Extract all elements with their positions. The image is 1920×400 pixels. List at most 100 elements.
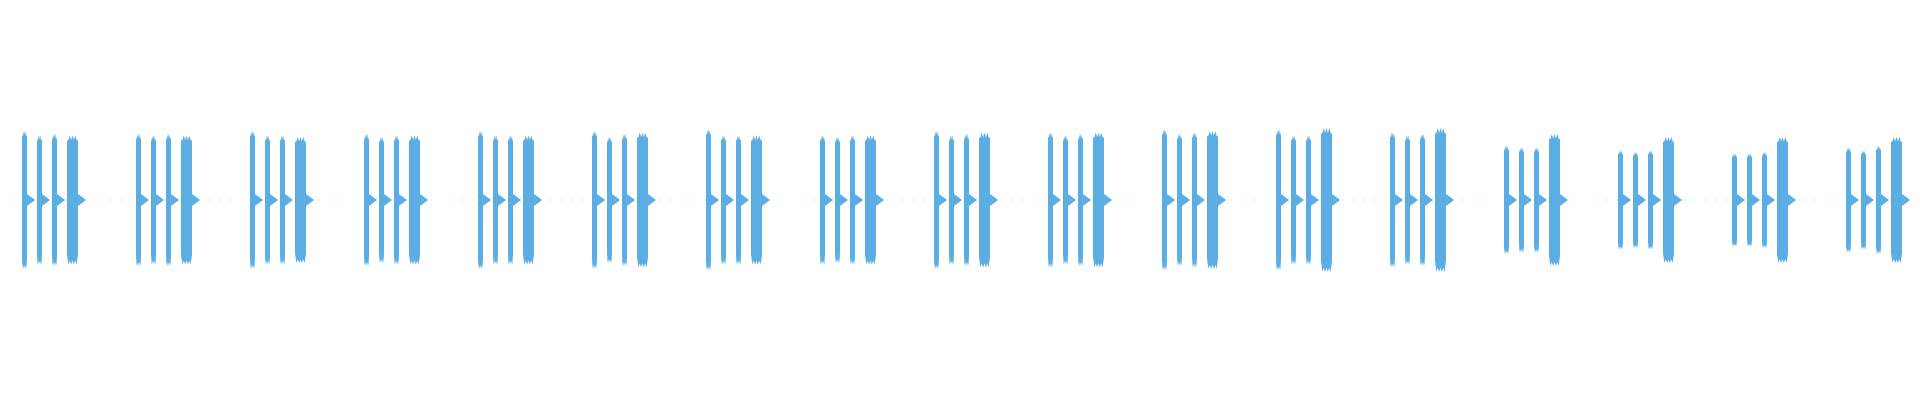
waveform-burst [1504, 146, 1509, 254]
waveform-burst [166, 134, 171, 266]
waveform-tail [306, 194, 314, 206]
waveform-tail [513, 194, 521, 206]
waveform-tail [1425, 194, 1433, 206]
burst-group [1732, 137, 1796, 263]
waveform-tail [1311, 194, 1319, 206]
waveform-tail [1167, 194, 1175, 206]
waveform-burst [1078, 134, 1083, 266]
waveform-tail [1068, 194, 1076, 206]
burst-group [22, 131, 86, 269]
burst-group [1162, 129, 1226, 271]
waveform-tail [597, 194, 605, 206]
waveform-tail [1410, 194, 1418, 206]
waveform-tail [1509, 194, 1517, 206]
waveform-burst [637, 132, 648, 268]
waveform-burst [850, 135, 855, 265]
waveform-burst [1093, 132, 1104, 268]
waveform-tail [1851, 194, 1859, 206]
waveform-tail [1752, 194, 1760, 206]
waveform-tail [1653, 194, 1661, 206]
waveform-burst [364, 134, 369, 266]
waveform-tail [1788, 194, 1796, 206]
waveform-burst [1276, 129, 1281, 271]
waveform-burst [67, 135, 78, 265]
waveform-tail [42, 194, 50, 206]
waveform-tail [78, 194, 86, 206]
waveform-burst [409, 135, 420, 265]
waveform-burst [1648, 150, 1653, 250]
waveform-tail [876, 194, 884, 206]
waveform-burst [493, 135, 498, 265]
waveform-burst [1177, 134, 1182, 266]
burst-group [364, 134, 428, 266]
waveform-tail [483, 194, 491, 206]
waveform-burst [949, 135, 954, 265]
waveform-burst [622, 134, 627, 266]
waveform-tail [1881, 194, 1889, 206]
waveform-tail [1560, 194, 1568, 206]
waveform-burst [1891, 137, 1902, 263]
waveform-tail [1866, 194, 1874, 206]
waveform-tail [1296, 194, 1304, 206]
waveform-burst [934, 131, 939, 269]
waveform-tail [57, 194, 65, 206]
waveform-burst [1846, 147, 1851, 253]
waveform-tail [1083, 194, 1091, 206]
waveform-burst [37, 135, 42, 265]
waveform-burst [1747, 153, 1752, 247]
waveform-burst [508, 135, 513, 265]
waveform-burst [280, 135, 285, 265]
waveform-tail [954, 194, 962, 206]
burst-group [1618, 137, 1682, 263]
waveform-burst [181, 135, 192, 265]
burst-group [250, 131, 314, 269]
waveform-burst [706, 129, 711, 271]
waveform-burst [751, 135, 762, 265]
waveform-burst [1063, 135, 1068, 265]
waveform-tail [156, 194, 164, 206]
waveform-burst [1534, 147, 1539, 253]
burst-group [706, 129, 770, 271]
waveform-burst [136, 134, 141, 266]
waveform-burst [1549, 134, 1560, 266]
waveform-tail [969, 194, 977, 206]
waveform-tail [1281, 194, 1289, 206]
waveform-tail [840, 194, 848, 206]
waveform-tail [1218, 194, 1226, 206]
waveform-tail [270, 194, 278, 206]
waveform-burst [1435, 128, 1446, 272]
waveform-tail [726, 194, 734, 206]
burst-group [478, 131, 542, 269]
waveform-tail [255, 194, 263, 206]
waveform-tail [1395, 194, 1403, 206]
waveform-burst [835, 137, 840, 263]
waveform-tail [498, 194, 506, 206]
burst-group [136, 134, 200, 266]
waveform-tail [1053, 194, 1061, 206]
waveform-burst [1405, 135, 1410, 265]
waveform-burst [1519, 147, 1524, 253]
waveform-burst [394, 135, 399, 265]
waveform-tail [192, 194, 200, 206]
waveform-tail [825, 194, 833, 206]
waveform-tail [141, 194, 149, 206]
waveform-tail [1638, 194, 1646, 206]
waveform-burst [1663, 137, 1674, 263]
waveform-burst [250, 131, 255, 269]
burst-group [1504, 134, 1568, 266]
burst-group [1276, 128, 1340, 272]
burst-group [820, 135, 884, 265]
waveform-tail [1539, 194, 1547, 206]
waveform-tail [534, 194, 542, 206]
burst-group [1846, 137, 1910, 263]
waveform-burst [379, 137, 384, 263]
waveform-burst [1390, 132, 1395, 268]
burst-group [934, 131, 998, 269]
waveform-burst [295, 137, 306, 263]
waveform-tail [399, 194, 407, 206]
waveform-burst [22, 131, 27, 269]
waveform-burst [478, 131, 483, 269]
waveform-burst [820, 135, 825, 265]
